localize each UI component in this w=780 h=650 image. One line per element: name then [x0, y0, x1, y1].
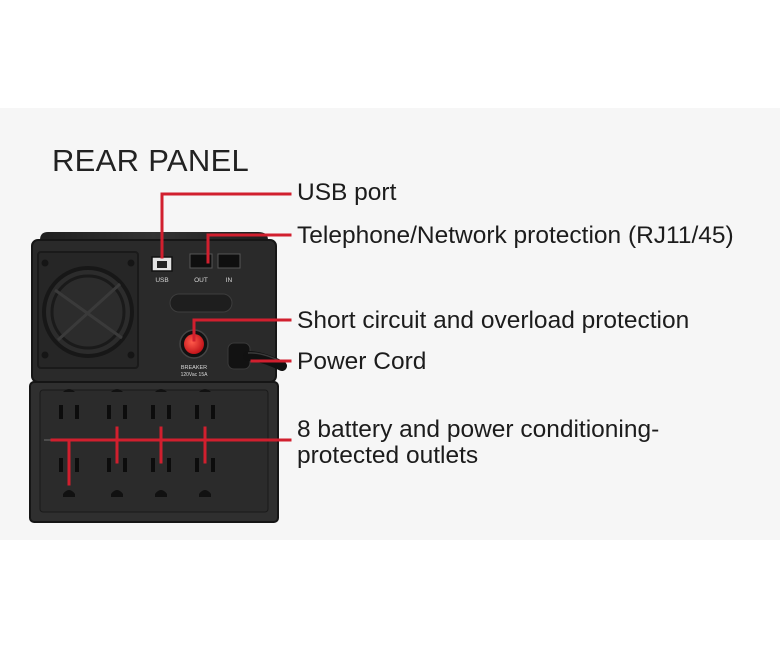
callout-outlets-line2: protected outlets	[297, 442, 479, 469]
breaker-label: BREAKER	[181, 365, 207, 371]
outlet-bottom-4	[195, 458, 215, 497]
usb-port-label: USB	[155, 277, 168, 284]
diagram-title: REAR PANEL	[52, 143, 250, 178]
leader-breaker	[192, 318, 292, 342]
outlet-bottom-1	[59, 458, 79, 497]
rj-ports: OUT IN	[189, 253, 241, 284]
callout-telephone-network: Telephone/Network protection (RJ11/45)	[297, 222, 734, 249]
callout-outlets-line1: 8 battery and power conditioning-	[297, 416, 660, 443]
rj-out-label: OUT	[194, 277, 208, 284]
callout-short-circuit: Short circuit and overload protection	[297, 307, 690, 334]
callout-outlets: 8 battery and power conditioning- protec…	[297, 417, 659, 469]
outlet-top-4	[195, 389, 215, 419]
outlet-top-1	[59, 389, 79, 419]
label-plate	[169, 293, 233, 313]
outlet-panel	[39, 389, 269, 513]
outlet-top-2	[107, 389, 127, 419]
outlet-bottom-2	[107, 458, 127, 497]
outlet-bottom-3	[151, 458, 171, 497]
outlet-top-3	[151, 389, 171, 419]
power-cord	[227, 342, 287, 371]
callout-power-cord: Power Cord	[297, 348, 427, 375]
leader-lines	[50, 192, 292, 486]
rj-in-label: IN	[226, 277, 233, 284]
leader-usb	[160, 192, 292, 259]
fan-grille	[37, 251, 139, 369]
callout-usb-port: USB port	[297, 179, 397, 206]
circuit-breaker: BREAKER 120Vac 15A	[179, 329, 209, 378]
leader-telephone	[206, 233, 292, 264]
breaker-rating-label: 120Vac 15A	[181, 372, 209, 378]
